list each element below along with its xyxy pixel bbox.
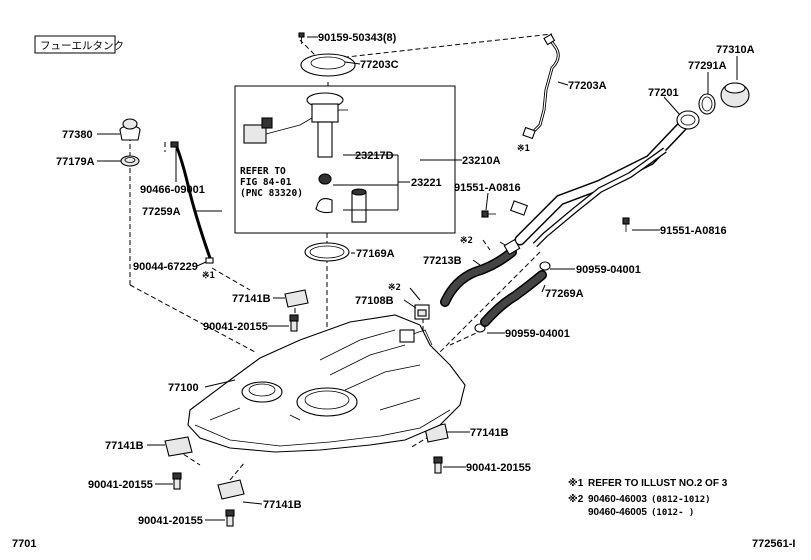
label-77269a: 77269A — [545, 288, 584, 300]
label-23217d: 23217D — [355, 150, 394, 162]
bolt-90041-c — [172, 472, 182, 490]
label-77380: 77380 — [62, 129, 93, 141]
retainer-ring-77203c — [300, 53, 356, 77]
fuel-tank-77100 — [187, 314, 466, 453]
legend-range-2b: (1012- ) — [651, 508, 694, 518]
legend-part-2b: 90460-46005 — [588, 507, 647, 518]
protector-77141b-b — [164, 436, 193, 457]
legend-text-1: REFER TO ILLUST NO.2 OF 3 — [588, 478, 728, 489]
label-77259a: 77259A — [142, 206, 181, 218]
mark-2-a: ※2 — [460, 236, 473, 246]
gasket-77291a — [698, 93, 716, 115]
label-90041-d: 90041-20155 — [138, 515, 203, 527]
hose-77269a — [480, 270, 547, 327]
label-77310a: 77310A — [716, 44, 755, 56]
label-77141b-d: 77141B — [263, 499, 302, 511]
fuel-pump-module — [243, 92, 367, 223]
label-90041-a: 90041-20155 — [203, 321, 268, 333]
label-77203a: 77203A — [568, 80, 607, 92]
label-77213b: 77213B — [423, 255, 462, 267]
refer-line-1: REFER TO — [240, 166, 286, 177]
label-77141b-b: 77141B — [105, 440, 144, 452]
leader-lines — [97, 36, 738, 521]
diagram-id-right: 772561-I — [752, 538, 795, 550]
grommet-77179a — [120, 155, 140, 167]
clamp-90959-a — [539, 261, 551, 271]
label-23210a: 23210A — [462, 155, 501, 167]
legend-mark-2: ※2 — [568, 493, 584, 505]
refer-line-2: FIG 84-01 — [240, 177, 292, 188]
legend-part-2a: 90460-46003 — [588, 494, 647, 505]
diagram-id-left: 7701 — [12, 538, 36, 550]
sender-cable-77203a — [522, 33, 560, 140]
label-77169a: 77169A — [356, 248, 395, 260]
label-77108b: 77108B — [355, 295, 394, 307]
bolt-91551-a — [481, 210, 496, 218]
label-90959-b: 90959-04001 — [505, 328, 570, 340]
bolt-90041-d — [225, 509, 235, 527]
title-box: フューエルタンク — [34, 35, 124, 54]
label-77141b-a: 77141B — [232, 293, 271, 305]
title-text: フューエルタンク — [40, 40, 124, 52]
filler-cap-77310a — [720, 82, 750, 108]
vent-hose-77259a — [170, 141, 214, 264]
label-90959-a: 90959-04001 — [576, 264, 641, 276]
bolt-90159 — [298, 32, 305, 44]
mark-2-b: ※2 — [388, 283, 401, 293]
bolt-90041-a — [289, 314, 299, 332]
protector-77141b-a — [284, 289, 309, 308]
label-77141b-c: 77141B — [470, 427, 509, 439]
label-90466: 90466-09001 — [140, 184, 205, 196]
label-90041-c: 90041-20155 — [88, 479, 153, 491]
label-90044: 90044-67229 — [133, 261, 198, 273]
cap-77380 — [119, 118, 141, 141]
label-91551-a: 91551-A0816 — [454, 182, 521, 194]
mark-1-a: ※1 — [517, 144, 530, 154]
label-23221: 23221 — [411, 177, 442, 189]
plug-77108b — [414, 304, 430, 320]
gasket-77169a — [304, 242, 350, 262]
label-90159: 90159-50343(8) — [318, 32, 397, 44]
label-91551-b: 91551-A0816 — [660, 225, 727, 237]
label-90041-b: 90041-20155 — [466, 462, 531, 474]
label-77203c: 77203C — [360, 59, 399, 71]
label-77179a: 77179A — [56, 156, 95, 168]
protector-77141b-d — [217, 479, 245, 500]
part-labels: 90159-50343(8) 77203C 77203A 77310A 7729… — [56, 32, 755, 527]
hose-77213b — [440, 238, 521, 307]
legend-notes: ※1 REFER TO ILLUST NO.2 OF 3 ※2 90460-46… — [568, 477, 728, 518]
label-77291a: 77291A — [688, 60, 727, 72]
filler-pipe-77201 — [510, 110, 700, 248]
refer-to-note: REFER TO FIG 84-01 (PNC 83320) — [240, 166, 303, 199]
bolt-90041-b — [433, 456, 443, 474]
mark-1-b: ※1 — [202, 271, 215, 281]
label-77201: 77201 — [648, 87, 679, 99]
reference-marks: ※1 ※1 ※2 ※2 — [202, 144, 530, 293]
legend-mark-1: ※1 — [568, 477, 584, 489]
legend-range-2a: (0812-1012) — [651, 495, 711, 505]
refer-line-3: (PNC 83320) — [240, 188, 303, 199]
label-77100: 77100 — [168, 382, 199, 394]
bolt-91551-b — [622, 217, 630, 232]
